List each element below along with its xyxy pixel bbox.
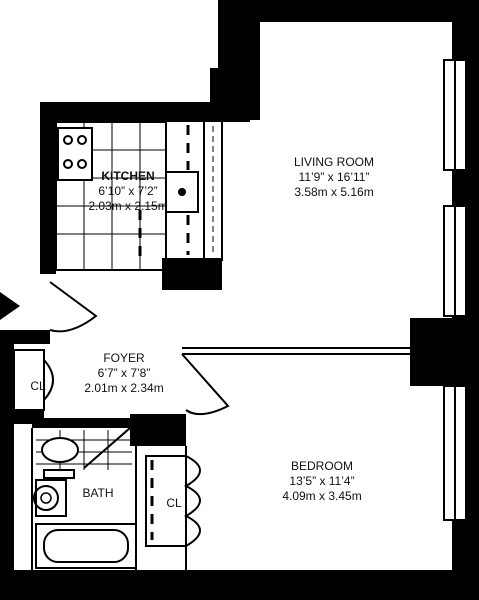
bedroom-dim-imperial: 13’5” x 11’4”	[289, 474, 354, 488]
entry-door-swing	[49, 281, 98, 333]
living-room-dim-imperial: 11’9” x 16’11”	[299, 170, 370, 184]
bedroom-door-swing	[181, 353, 230, 416]
label-kitchen: KITCHEN 6’10” x 7’2” 2.03m x 2.15m	[88, 169, 167, 213]
bath-label: BATH	[82, 486, 113, 500]
bedroom-name: BEDROOM	[291, 459, 353, 473]
foyer-name: FOYER	[103, 351, 145, 365]
living-room-dim-metric: 3.58m x 5.16m	[294, 185, 373, 199]
closet-door-swing	[43, 359, 54, 401]
closet-foyer-label: CL	[30, 379, 46, 393]
bedroom-dim-metric: 4.09m x 3.45m	[282, 489, 361, 503]
foyer-dim-metric: 2.01m x 2.34m	[84, 381, 163, 395]
kitchen-dim-metric: 2.03m x 2.15m	[88, 199, 167, 213]
washbasin-icon	[33, 485, 59, 511]
toilet-icon	[41, 437, 79, 463]
entry-arrow-icon	[0, 292, 20, 320]
bedroom-closet	[145, 455, 187, 547]
kitchen-dim-imperial: 6’10” x 7’2”	[98, 184, 157, 198]
bath-fixtures	[33, 430, 137, 569]
kitchen-name: KITCHEN	[101, 169, 154, 183]
closet-bedroom-label: CL	[166, 496, 182, 510]
stove-icon	[57, 127, 93, 181]
bedroom-closet-door	[183, 455, 201, 547]
structural-column	[410, 318, 452, 386]
living-room-name: LIVING ROOM	[294, 155, 374, 169]
label-living-room: LIVING ROOM 11’9” x 16’11” 3.58m x 5.16m	[294, 155, 374, 199]
foyer-dim-imperial: 6’7” x 7’8”	[98, 366, 151, 380]
doors	[43, 281, 230, 547]
label-bedroom: BEDROOM 13’5” x 11’4” 4.09m x 3.45m	[282, 459, 361, 503]
label-foyer: FOYER 6’7” x 7’8” 2.01m x 2.34m	[84, 351, 163, 395]
kitchen-area	[55, 119, 223, 290]
interior-walls	[13, 120, 410, 570]
bath-door-swing	[83, 427, 131, 469]
windows	[443, 59, 467, 521]
